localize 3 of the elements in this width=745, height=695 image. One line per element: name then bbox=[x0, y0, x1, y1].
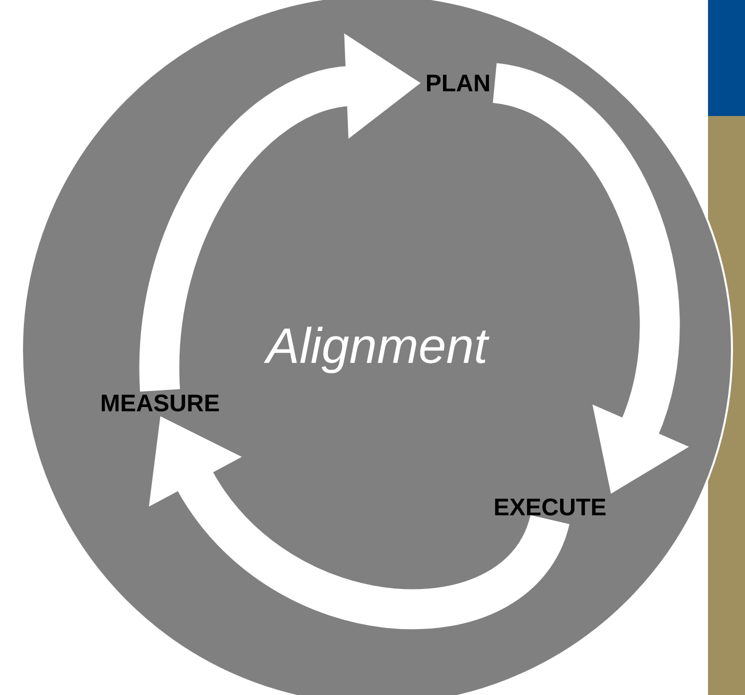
step-label: PLAN bbox=[427, 74, 489, 92]
step-label: MEASURE bbox=[102, 394, 219, 412]
step-label: EXECUTE bbox=[495, 498, 606, 516]
